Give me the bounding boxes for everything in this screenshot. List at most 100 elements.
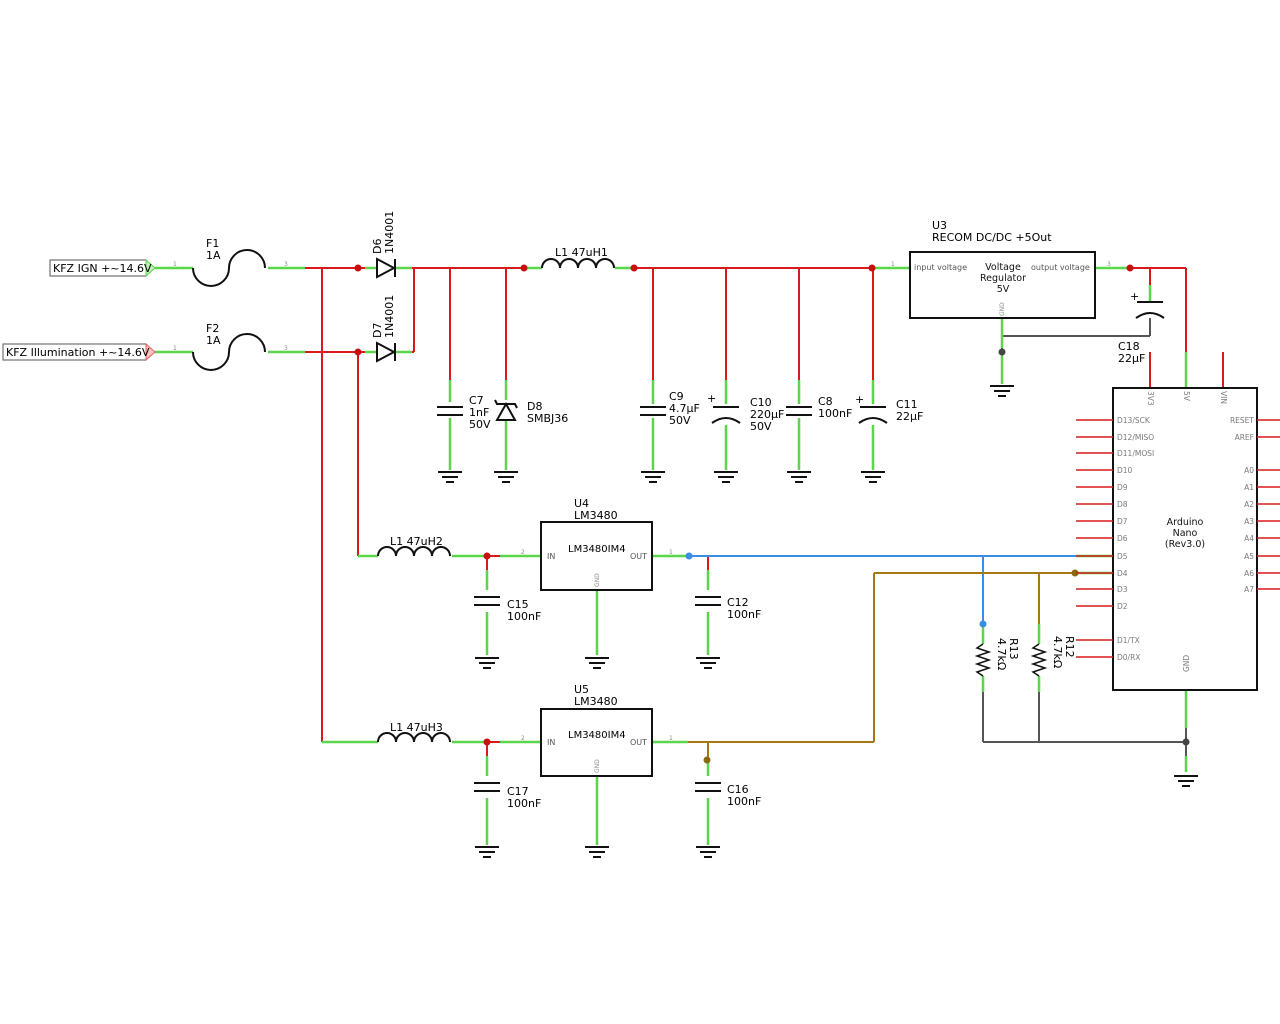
ground-icon	[695, 846, 721, 858]
regulator-u3-out-pin: output voltage	[1031, 263, 1090, 272]
regulator-u4-ref: U4	[574, 497, 589, 510]
pin-number: 3	[284, 261, 288, 268]
capacitor-c18-plus: +	[1130, 290, 1139, 303]
arduino-pin-label: D1/TX	[1117, 636, 1140, 645]
arduino-pin-label: D10	[1117, 466, 1133, 475]
arduino-pin-label: D12/MISO	[1117, 433, 1154, 442]
regulator-u5-out-pin: OUT	[630, 738, 647, 747]
capacitor-c11[interactable]: + C11 22µF	[855, 393, 923, 424]
capacitor-c10-plus: +	[707, 392, 716, 405]
capacitor-c7-value: 1nF	[469, 406, 489, 419]
inductor-l1[interactable]: L1 47uH1	[541, 246, 615, 269]
ground-icon	[695, 657, 721, 669]
connector-ign-label: KFZ IGN +~14.6V	[53, 262, 152, 275]
regulator-u4-out-pin: OUT	[630, 552, 647, 561]
capacitor-c16[interactable]: C16 100nF	[695, 782, 761, 808]
pin-number: 1	[891, 261, 895, 268]
capacitor-c17-value: 100nF	[507, 797, 541, 810]
capacitor-c12-value: 100nF	[727, 608, 761, 621]
capacitor-c12[interactable]: C12 100nF	[695, 596, 761, 621]
capacitor-c7[interactable]: C7 1nF 50V	[437, 394, 491, 431]
capacitor-c18-name: C18	[1118, 340, 1140, 353]
regulator-u4-part: LM3480	[574, 509, 618, 522]
arduino-pin-label: D8	[1117, 500, 1128, 509]
regulator-u5-gnd-pin: GND	[594, 759, 601, 773]
pin-number: 3	[284, 345, 288, 352]
regulator-u5-in-pin: IN	[547, 738, 555, 747]
ground-icon	[474, 846, 500, 858]
inductor-l3[interactable]: L1 47uH3	[377, 721, 451, 743]
capacitor-c17-name: C17	[507, 785, 529, 798]
arduino-pin-3v3: 3V3	[1146, 391, 1155, 406]
capacitor-c17[interactable]: C17 100nF	[474, 782, 541, 810]
fuse-f2-name: F2	[206, 322, 219, 335]
arduino-pin-gnd: GND	[1182, 655, 1191, 672]
connector-ign[interactable]: KFZ IGN +~14.6V	[49, 258, 156, 278]
pin-number: 1	[669, 735, 673, 742]
resistor-r12-value: 4.7kΩ	[1051, 636, 1064, 668]
capacitor-c18-value: 22µF	[1118, 352, 1145, 365]
pin-number: 3	[1107, 261, 1111, 268]
tvs-diode-d8[interactable]: D8 SMBJ36	[494, 399, 568, 425]
capacitor-c12-name: C12	[727, 596, 749, 609]
inductor-l2[interactable]: L1 47uH2	[377, 535, 451, 557]
capacitor-c8[interactable]: C8 100nF	[786, 395, 852, 420]
fuse-f2[interactable]: F2 1A	[192, 322, 266, 371]
arduino-pin-label: A1	[1244, 483, 1254, 492]
ground-icon	[989, 385, 1015, 397]
connector-illumination[interactable]: KFZ Illumination +~14.6V	[2, 342, 156, 362]
resistor-r12-name: R12	[1063, 636, 1076, 658]
capacitor-c9-value: 4.7µF	[669, 402, 700, 415]
regulator-u3-label-line1: Voltage	[985, 262, 1021, 273]
capacitor-c18[interactable]: + C18 22µF	[1118, 290, 1165, 365]
arduino-nano[interactable]: Arduino Nano (Rev3.0) 3V3 5V VIN GND D13…	[1076, 387, 1280, 691]
capacitor-c16-name: C16	[727, 783, 749, 796]
capacitor-c15-name: C15	[507, 598, 529, 611]
resistor-r12[interactable]: R12 4.7kΩ	[1030, 636, 1076, 677]
pin-number: 1	[669, 549, 673, 556]
fuse-f1-value: 1A	[206, 249, 221, 262]
regulator-u3[interactable]: U3 RECOM DC/DC +5Out input voltage outpu…	[909, 219, 1096, 319]
capacitor-c11-plus: +	[855, 393, 864, 406]
fuse-f1[interactable]: F1 1A	[192, 237, 266, 287]
diode-d7-name: D7	[371, 323, 384, 338]
diode-d6[interactable]: D6 1N4001	[371, 211, 397, 279]
arduino-label-line1: Arduino	[1167, 517, 1204, 528]
arduino-pin-label: D2	[1117, 602, 1128, 611]
regulator-u4[interactable]: U4 LM3480 LM3480IM4 IN OUT GND	[540, 497, 653, 591]
ground-icon	[474, 657, 500, 669]
arduino-left-pins: D13/SCKD12/MISOD11/MOSID10D9D8D7D6D5D4D3…	[1076, 416, 1154, 662]
arduino-pin-label: AREF	[1235, 433, 1254, 442]
capacitor-c11-value: 22µF	[896, 410, 923, 423]
fuse-f1-name: F1	[206, 237, 219, 250]
capacitor-c11-name: C11	[896, 398, 918, 411]
arduino-label-line2: Nano	[1173, 528, 1198, 539]
arduino-pin-label: A5	[1244, 552, 1254, 561]
regulator-u5[interactable]: U5 LM3480 LM3480IM4 IN OUT GND	[540, 683, 653, 777]
ground-icon	[713, 471, 739, 483]
inductor-l1-label: L1 47uH1	[555, 246, 608, 259]
arduino-pin-label: A6	[1244, 569, 1254, 578]
capacitor-c9[interactable]: C9 4.7µF 50V	[640, 390, 700, 427]
capacitor-c15[interactable]: C15 100nF	[474, 596, 541, 623]
arduino-pin-label: D0/RX	[1117, 653, 1140, 662]
regulator-u3-gnd-pin: GND	[999, 302, 1006, 316]
pin-number: 2	[521, 735, 525, 742]
diode-d6-part: 1N4001	[383, 211, 396, 254]
diode-d7[interactable]: D7 1N4001	[371, 295, 397, 363]
capacitor-c10[interactable]: + C10 220µF 50V	[707, 392, 784, 433]
regulator-u4-body: LM3480IM4	[568, 544, 626, 555]
regulator-u3-title: RECOM DC/DC +5Out	[932, 231, 1052, 244]
capacitor-c15-value: 100nF	[507, 610, 541, 623]
capacitor-c7-voltage: 50V	[469, 418, 491, 431]
capacitor-c9-voltage: 50V	[669, 414, 691, 427]
inductor-l2-label: L1 47uH2	[390, 535, 443, 548]
diode-d7-part: 1N4001	[383, 295, 396, 338]
resistor-r13[interactable]: R13 4.7kΩ	[974, 638, 1020, 677]
tvs-diode-d8-part: SMBJ36	[527, 412, 568, 425]
regulator-u3-ref: U3	[932, 219, 947, 232]
regulator-u5-body: LM3480IM4	[568, 730, 626, 741]
ground-icon	[584, 657, 610, 669]
capacitor-c7-name: C7	[469, 394, 484, 407]
